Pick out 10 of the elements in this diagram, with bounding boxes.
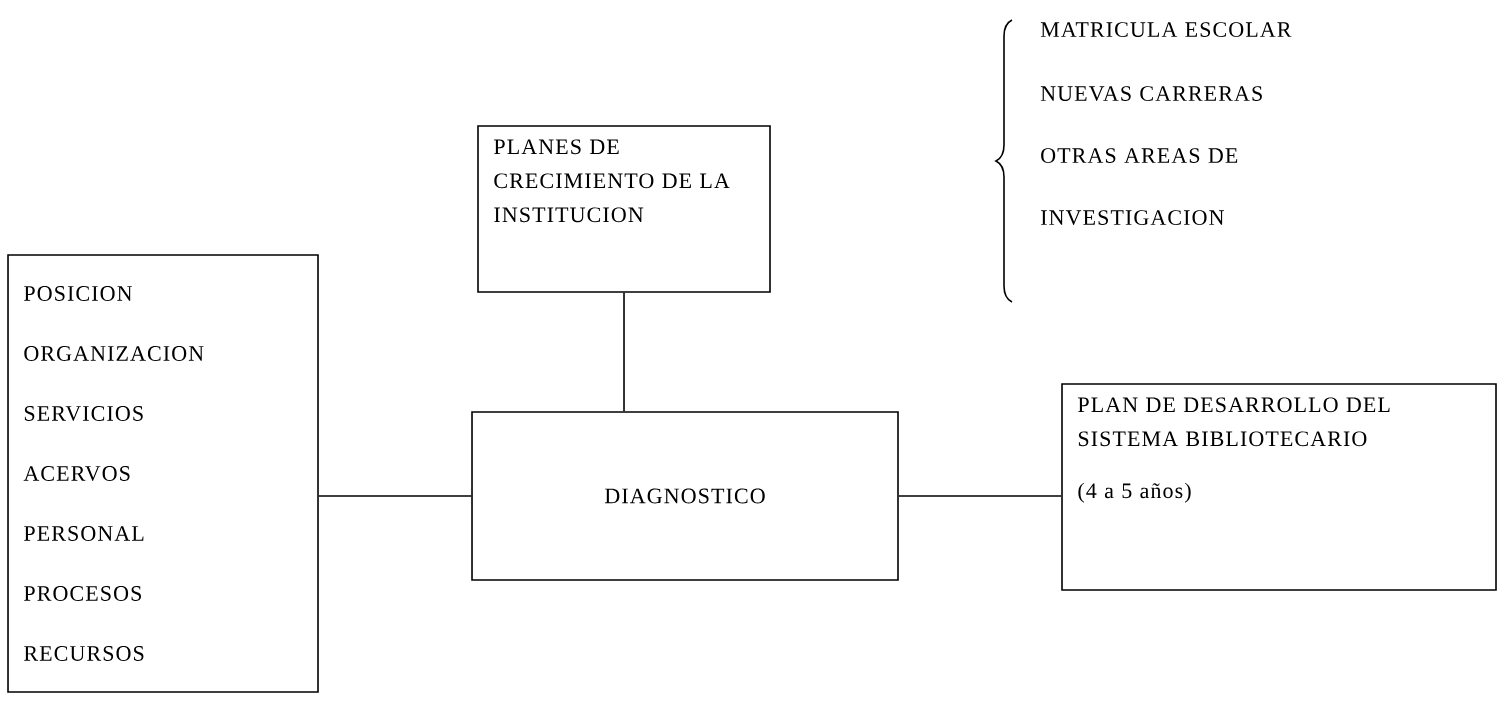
list-item: MATRICULA ESCOLAR — [1040, 22, 1292, 37]
list-item: OTRAS AREAS DE INVESTIGACION — [1041, 148, 1238, 226]
list-item: NUEVAS CARRERAS — [1040, 86, 1262, 102]
box: PLAN DE DESARROLLO DEL SISTEMA BIBLIOTECARIO (4 a 5 años) — [1061, 383, 1497, 591]
connector-line — [898, 495, 1062, 497]
box: DIAGNOSTICO — [471, 411, 899, 581]
connector-line — [318, 495, 472, 497]
box: PLANES DE CRECIMIENTO DE LA INSTITUCION — [477, 125, 771, 293]
box: POSICION ORGANIZACION SERVICIOS ACERVOS PERSONAL PROCESOS RECURSOS — [7, 254, 319, 693]
connector-line — [623, 292, 625, 412]
